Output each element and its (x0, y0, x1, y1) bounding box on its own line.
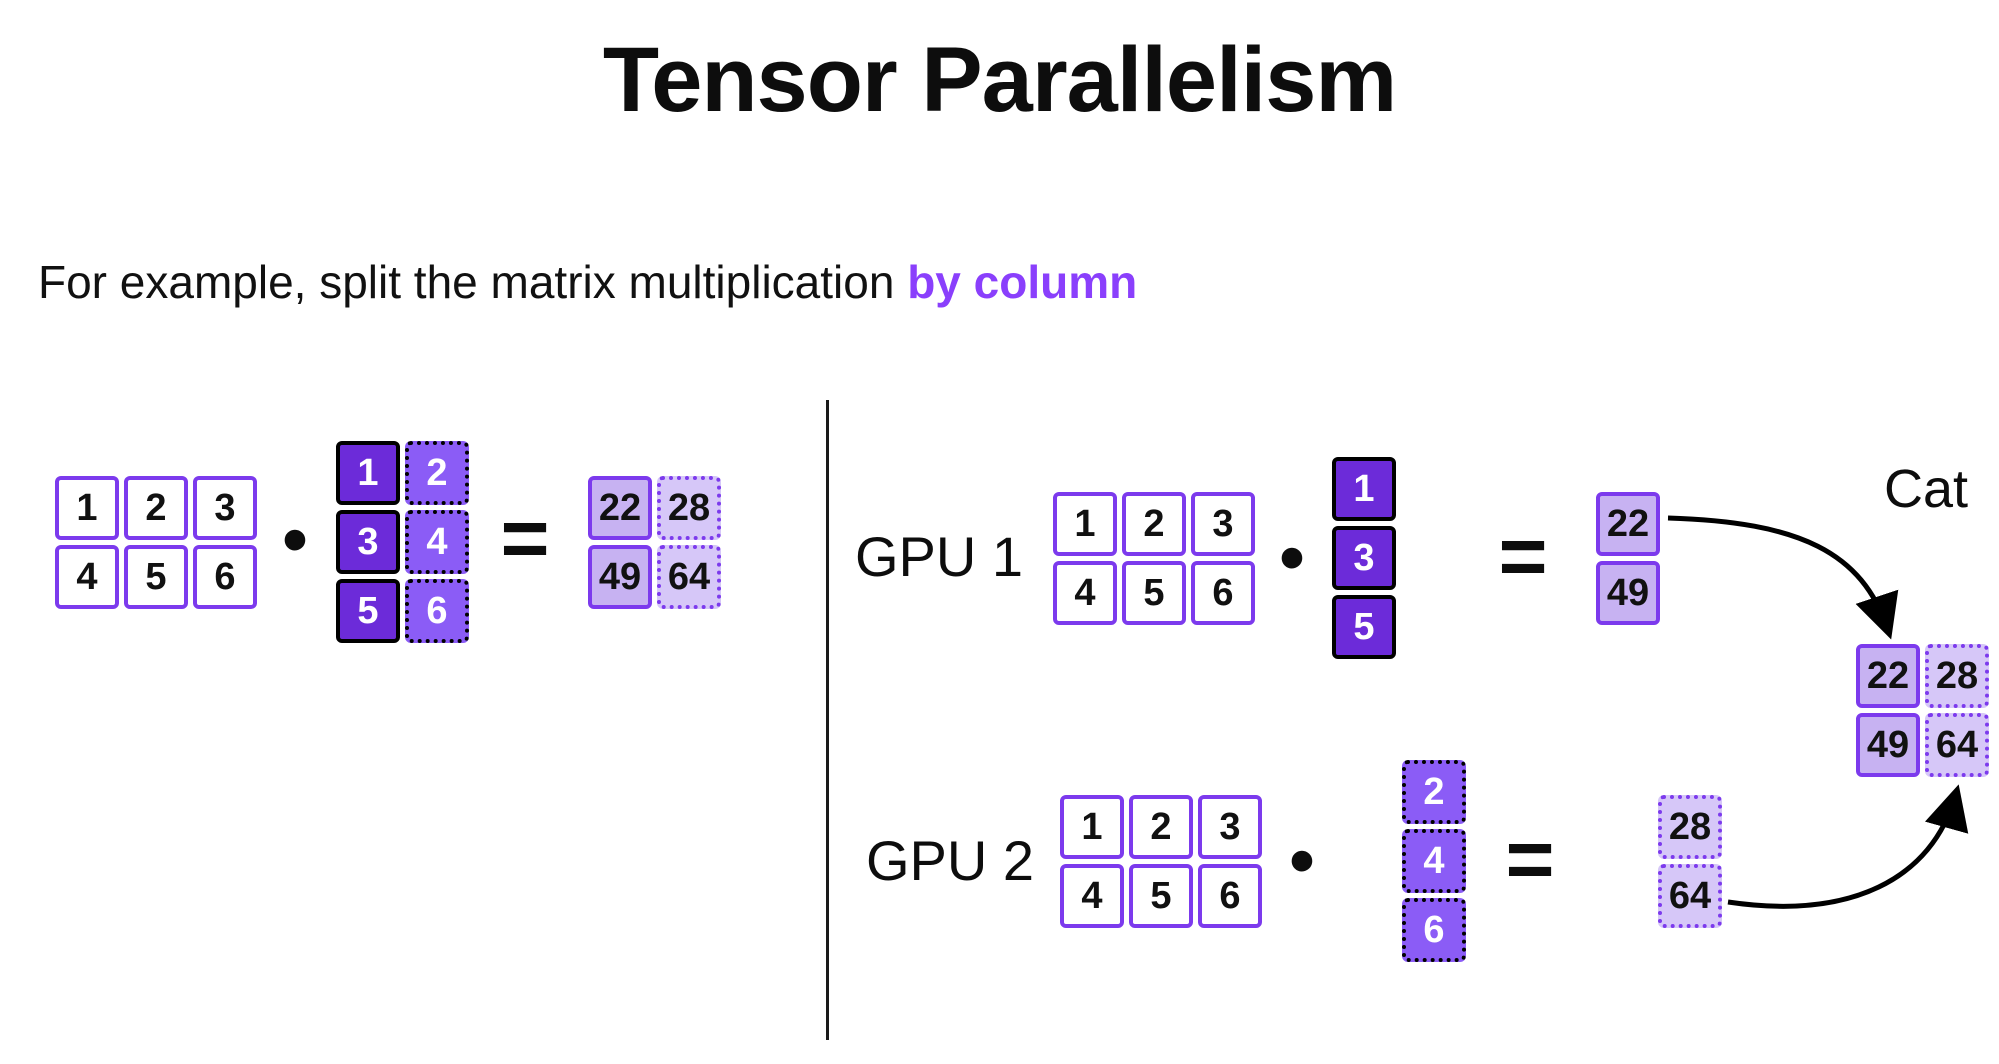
matrix-cell: 4 (405, 510, 469, 574)
gpu1-result: 22 49 (1596, 492, 1660, 625)
matrix-cell: 6 (193, 545, 257, 609)
matrix-cell: 22 (1596, 492, 1660, 556)
matrix-cell: 2 (1129, 795, 1193, 859)
matrix-cell: 28 (1925, 644, 1989, 708)
page-title: Tensor Parallelism (602, 29, 1397, 131)
matrix-cell: 6 (1191, 561, 1255, 625)
matrix-cell: 2 (124, 476, 188, 540)
matrix-cell: 4 (1402, 829, 1466, 893)
matrix-cell: 4 (55, 545, 119, 609)
matrix-cell: 64 (1925, 713, 1989, 777)
subtitle-accent: by column (907, 256, 1138, 308)
gpu1-vector: 1 3 5 (1332, 457, 1396, 659)
equals-operator: = (1505, 812, 1555, 906)
matrix-cell: 49 (588, 545, 652, 609)
dot-operator: • (1289, 821, 1315, 901)
cat-label: Cat (1884, 459, 1969, 519)
subtitle: For example, split the matrix multiplica… (38, 255, 1137, 309)
matrix-cell: 5 (124, 545, 188, 609)
dot-operator: • (1279, 518, 1305, 598)
matrix-cell: 3 (1332, 526, 1396, 590)
matrix-cell: 3 (1191, 492, 1255, 556)
matrix-cell: 28 (1658, 795, 1722, 859)
gpu1-to-concat-arrow (1667, 515, 1899, 640)
matrix-cell: 1 (1060, 795, 1124, 859)
matrix-cell: 64 (1658, 864, 1722, 928)
gpu2-vector: 2 4 6 (1402, 760, 1466, 962)
matrix-cell: 49 (1856, 713, 1920, 777)
matrix-cell: 3 (336, 510, 400, 574)
matrix-cell: 2 (405, 441, 469, 505)
matrix-cell: 1 (55, 476, 119, 540)
left-matrix-a: 1 2 3 4 5 6 (55, 476, 257, 609)
vertical-divider (826, 400, 829, 1040)
matrix-cell: 1 (1332, 457, 1396, 521)
matrix-cell: 5 (336, 579, 400, 643)
gpu2-matrix-a: 1 2 3 4 5 6 (1060, 795, 1262, 928)
matrix-cell: 28 (657, 476, 721, 540)
equals-operator: = (1498, 509, 1548, 603)
matrix-cell: 5 (1129, 864, 1193, 928)
left-result-matrix: 22 28 49 64 (588, 476, 721, 609)
matrix-cell: 64 (657, 545, 721, 609)
matrix-cell: 3 (1198, 795, 1262, 859)
matrix-cell: 22 (1856, 644, 1920, 708)
concat-result-matrix: 22 28 49 64 (1856, 644, 1989, 777)
matrix-cell: 1 (336, 441, 400, 505)
gpu1-label: GPU 1 (855, 525, 1024, 588)
matrix-cell: 5 (1332, 595, 1396, 659)
gpu2-label: GPU 2 (866, 829, 1035, 892)
gpu2-to-concat-arrow (1727, 784, 1969, 909)
matrix-cell: 4 (1060, 864, 1124, 928)
dot-operator: • (282, 500, 308, 580)
matrix-cell: 2 (1402, 760, 1466, 824)
matrix-cell: 4 (1053, 561, 1117, 625)
matrix-cell: 3 (193, 476, 257, 540)
subtitle-text: For example, split the matrix multiplica… (38, 256, 908, 308)
gpu2-result: 28 64 (1658, 795, 1722, 928)
matrix-cell: 1 (1053, 492, 1117, 556)
matrix-cell: 6 (405, 579, 469, 643)
matrix-cell: 6 (1402, 898, 1466, 962)
matrix-cell: 6 (1198, 864, 1262, 928)
matrix-cell: 2 (1122, 492, 1186, 556)
matrix-cell: 22 (588, 476, 652, 540)
gpu1-matrix-a: 1 2 3 4 5 6 (1053, 492, 1255, 625)
matrix-cell: 49 (1596, 561, 1660, 625)
left-matrix-b: 1 2 3 4 5 6 (336, 441, 469, 643)
equals-operator: = (500, 491, 550, 585)
matrix-cell: 5 (1122, 561, 1186, 625)
